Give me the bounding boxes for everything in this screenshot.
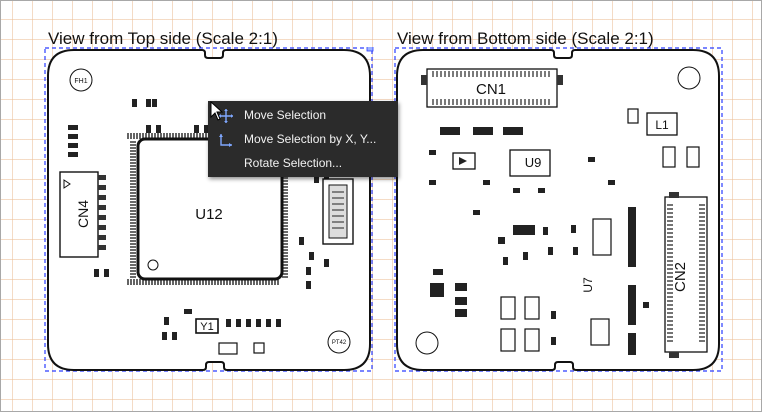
menu-item-move-selection-by-xy[interactable]: Move Selection by X, Y... [208, 128, 398, 152]
context-menu: Move Selection Move Selection by X, Y...… [208, 101, 398, 177]
mouse-cursor-icon [210, 100, 224, 121]
menu-item-label: Rotate Selection... [244, 156, 343, 170]
menu-item-label: Move Selection by X, Y... [244, 132, 377, 146]
y1-label: Y1 [200, 321, 213, 333]
bottom-side-view[interactable]: CN1 U9 L1 CN2 U7 [393, 47, 723, 372]
cn1-label: CN1 [476, 81, 506, 98]
pt42-label: PT42 [332, 340, 347, 346]
l1-label: L1 [655, 118, 669, 132]
menu-item-rotate-selection[interactable]: Rotate Selection... [208, 152, 398, 176]
move-xy-icon [218, 132, 234, 148]
view-title-bottom: View from Bottom side (Scale 2:1) [397, 29, 654, 48]
cn4-label: CN4 [75, 200, 91, 228]
menu-item-label: Move Selection [244, 108, 327, 122]
cn2-label: CN2 [672, 262, 689, 292]
rotate-icon [218, 156, 234, 172]
view-title-top: View from Top side (Scale 2:1) [48, 29, 278, 48]
u7-label: U7 [581, 277, 595, 293]
u9-label: U9 [525, 155, 542, 170]
move-icon [218, 108, 234, 124]
fh1-label: FH1 [74, 78, 87, 85]
menu-item-move-selection[interactable]: Move Selection [208, 104, 398, 128]
top-side-view[interactable]: FH1 PT42 U12 CN4 [44, 47, 374, 372]
u12-label: U12 [195, 206, 223, 223]
